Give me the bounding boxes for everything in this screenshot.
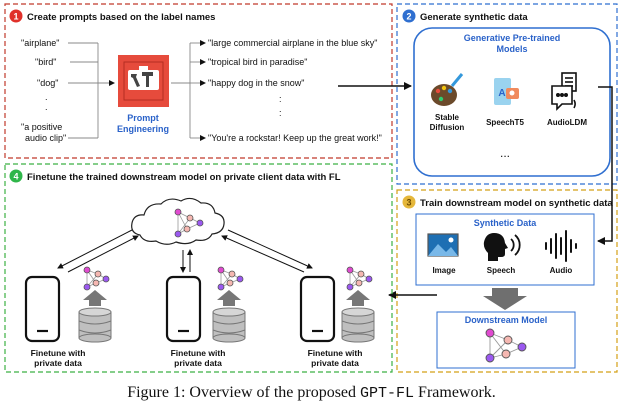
- generative-box-title: Generative Pre-trained: [464, 33, 561, 43]
- step-2-badge: [402, 9, 416, 23]
- downstream-model-title: Downstream Model: [465, 315, 548, 325]
- synthetic-item-label: Speech: [487, 266, 516, 275]
- client-device: [24, 266, 112, 343]
- section-1: 1 Create prompts based on the label name…: [4, 3, 393, 159]
- database-icon: [212, 307, 246, 343]
- models-to-synthetic-arrow: [597, 86, 613, 245]
- model-name: Diffusion: [430, 123, 465, 132]
- step-3-badge: [402, 195, 416, 209]
- label-dot: .: [45, 102, 48, 112]
- figure-caption: Figure 1: Overview of the proposed GPT-F…: [0, 384, 623, 402]
- prompt-engineering-label: Prompt: [127, 113, 159, 123]
- smartphone-icon: [165, 275, 202, 343]
- up-arrow-icon: [346, 290, 370, 306]
- neural-network-icon: [346, 266, 373, 291]
- client-label: private data: [174, 358, 222, 368]
- step-4-badge: [9, 169, 23, 183]
- step-4-number: 4: [13, 172, 18, 182]
- synthetic-to-model-arrow: [483, 288, 527, 310]
- model-name: SpeechT5: [486, 118, 524, 127]
- label-item: "a positive: [21, 122, 62, 132]
- label-item: "dog": [37, 78, 58, 88]
- section-2: 2 Generate synthetic data Generative Pre…: [396, 3, 618, 185]
- prompt-dots: :: [279, 94, 282, 104]
- synthetic-item-label: Audio: [550, 266, 573, 275]
- step-1-badge: [9, 9, 23, 23]
- step-4-title: Finetune the trained downstream model on…: [27, 172, 341, 183]
- palette-icon: [431, 73, 464, 106]
- label-dot: .: [45, 92, 48, 102]
- step-2-title: Generate synthetic data: [420, 12, 528, 23]
- step-3-title: Train downstream model on synthetic data: [420, 198, 613, 209]
- label-item: audio clip": [25, 133, 66, 143]
- prompt-item: "large commercial airplane in the blue s…: [208, 38, 377, 48]
- fl-communication-arrows: [57, 229, 313, 273]
- audio-waveform-icon: [545, 230, 577, 262]
- client-label: private data: [34, 358, 82, 368]
- synthetic-data-title: Synthetic Data: [474, 218, 538, 228]
- step-1-title: Create prompts based on the label names: [27, 12, 215, 23]
- caption-framework-name: GPT-FL: [360, 385, 415, 402]
- downstream-model-box: [436, 311, 576, 369]
- step-3-number: 3: [406, 198, 411, 208]
- caption-prefix: Figure 1: Overview of the proposed: [127, 384, 361, 401]
- label-item: "bird": [35, 57, 56, 67]
- model-name: Stable: [435, 113, 460, 122]
- synthetic-item-label: Image: [432, 266, 456, 275]
- section-4: 4 Finetune the trained downstream model …: [4, 163, 393, 373]
- label-list: "airplane" "bird" "dog" . . "a positive …: [21, 38, 66, 143]
- database-icon: [341, 307, 375, 343]
- step-1-number: 1: [13, 12, 18, 22]
- image-icon: [427, 233, 459, 257]
- label-bracket: [68, 42, 99, 139]
- prompt-item: "tropical bird in paradise": [208, 57, 307, 67]
- client-label: Finetune with: [171, 348, 226, 358]
- client-device: [299, 266, 375, 343]
- prompt-item: "You're a rockstar! Keep up the great wo…: [208, 133, 382, 143]
- more-models-ellipsis: ...: [500, 146, 510, 160]
- prompt-arrows: [190, 40, 206, 141]
- client-label: Finetune with: [31, 348, 86, 358]
- audio-document-icon: [551, 72, 577, 111]
- up-arrow-icon: [83, 290, 107, 306]
- label-item: "airplane": [21, 38, 59, 48]
- generative-models-box: [413, 27, 611, 177]
- generative-box-title: Models: [496, 44, 527, 54]
- section-3: 3 Train downstream model on synthetic da…: [396, 189, 618, 373]
- svg-text:A: A: [498, 88, 505, 99]
- speaking-head-icon: [483, 233, 521, 261]
- prompt-item: "happy dog in the snow": [208, 78, 304, 88]
- neural-network-icon: [83, 266, 110, 291]
- prompt-engineering-label: Engineering: [117, 124, 169, 134]
- smartphone-icon: [24, 275, 61, 343]
- toolbox-icon: [118, 55, 169, 107]
- client-device: [165, 266, 246, 343]
- synthetic-data-box: [415, 213, 595, 286]
- smartphone-icon: [299, 275, 336, 343]
- prompt-dots: :: [279, 108, 282, 118]
- model-name: AudioLDM: [547, 118, 587, 127]
- neural-network-icon: [485, 328, 527, 363]
- prompt-list: "large commercial airplane in the blue s…: [208, 38, 382, 143]
- client-label: Finetune with: [308, 348, 363, 358]
- text-to-speech-icon: A: [494, 78, 519, 105]
- cloud-server-icon: [131, 197, 225, 245]
- client-label: private data: [311, 358, 359, 368]
- caption-suffix: Framework.: [414, 384, 496, 401]
- database-icon: [78, 307, 112, 343]
- up-arrow-icon: [217, 290, 241, 306]
- neural-network-icon: [217, 266, 244, 291]
- step-2-number: 2: [406, 12, 411, 22]
